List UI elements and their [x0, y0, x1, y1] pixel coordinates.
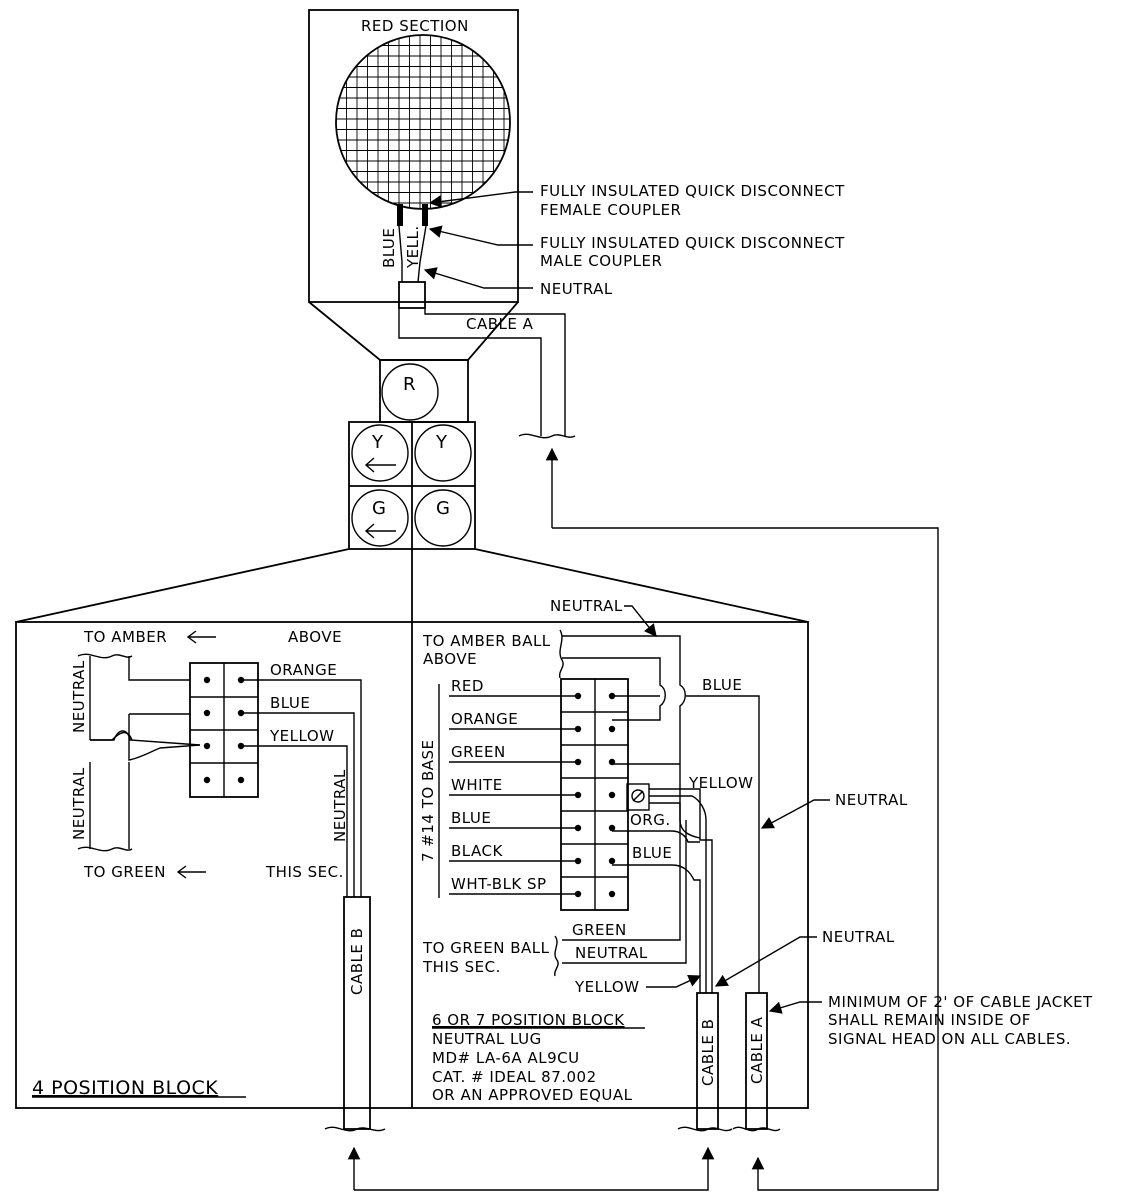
- right-neutral-top: NEUTRAL: [550, 597, 623, 615]
- terminal-screw: [574, 857, 582, 865]
- base-wire-label: WHT-BLK SP: [451, 875, 547, 893]
- left-cable-b: CABLE B: [348, 928, 366, 995]
- cable-jacket-note-2: SHALL REMAIN INSIDE OF: [828, 1011, 1031, 1029]
- right-to-base: 7 #14 TO BASE: [419, 739, 437, 862]
- terminal-screw: [574, 725, 582, 733]
- right-to-amber-line2: ABOVE: [423, 650, 477, 668]
- right-cable-b: CABLE B: [699, 1019, 717, 1086]
- right-blue-label: BLUE: [702, 676, 742, 694]
- signal-head: R Y Y G G: [15, 359, 809, 1108]
- base-wire-label: BLACK: [451, 842, 503, 860]
- left-above: ABOVE: [288, 628, 342, 646]
- right-neutral-bottom: NEUTRAL: [575, 944, 648, 962]
- right-yellow-label: YELLOW: [688, 774, 753, 792]
- right-yellow-bottom: YELLOW: [574, 978, 639, 996]
- base-wire-label: BLUE: [451, 809, 491, 827]
- side-neutral-mid: NEUTRAL: [835, 791, 908, 809]
- left-wire-yellow: YELLOW: [269, 727, 334, 745]
- cable-jacket-note-3: SIGNAL HEAD ON ALL CABLES.: [828, 1030, 1071, 1048]
- female-coupler-line1: FULLY INSULATED QUICK DISCONNECT: [540, 182, 845, 200]
- lug-line-4: OR AN APPROVED EQUAL: [432, 1086, 633, 1104]
- lug-line-1: NEUTRAL LUG: [432, 1030, 542, 1048]
- left-neutral-lower: NEUTRAL: [70, 767, 88, 840]
- cable-a-label-top: CABLE A: [466, 315, 534, 333]
- lens-yellow-arrow: Y: [371, 432, 384, 453]
- right-blue-inner: BLUE: [632, 844, 672, 862]
- wire-label-blue: BLUE: [380, 228, 398, 268]
- base-wire-label: RED: [451, 677, 484, 695]
- left-arrow-icon: [364, 523, 396, 539]
- red-section-title: RED SECTION: [361, 17, 469, 35]
- terminal-screw: [608, 725, 616, 733]
- left-neutral-upper: NEUTRAL: [70, 660, 88, 733]
- cable-jacket-note-1: MINIMUM OF 2' OF CABLE JACKET: [828, 993, 1093, 1011]
- left-to-green: TO GREEN: [83, 863, 166, 881]
- lens-red: R: [403, 374, 416, 395]
- female-coupler-line2: FEMALE COUPLER: [540, 201, 681, 219]
- left-panel: TO AMBER ABOVE NEUTRAL NEUTRAL: [32, 628, 386, 1132]
- left-neutral-vertical: NEUTRAL: [331, 769, 349, 842]
- lug-line-2: MD# LA-6A AL9CU: [432, 1049, 580, 1067]
- terminal-screw: [574, 758, 582, 766]
- terminal-screw: [608, 857, 616, 865]
- right-green-bottom: GREEN: [572, 921, 627, 939]
- left-to-amber: TO AMBER: [83, 628, 167, 646]
- lug-title: 6 OR 7 POSITION BLOCK: [432, 1011, 625, 1029]
- lug-screw-icon: [631, 789, 645, 803]
- terminal-screw: [574, 692, 582, 700]
- left-arrow-icon: [186, 630, 216, 644]
- right-org-label: ORG.: [630, 811, 671, 829]
- lens-yellow-ball: Y: [435, 432, 448, 453]
- top-annotations: FULLY INSULATED QUICK DISCONNECT FEMALE …: [423, 182, 845, 298]
- terminal-screw: [574, 824, 582, 832]
- right-cable-a: CABLE A: [748, 1016, 766, 1084]
- terminal-screw: [608, 890, 616, 898]
- terminal-screw: [608, 791, 616, 799]
- right-to-green-line2: THIS SEC.: [422, 958, 501, 976]
- left-this-sec: THIS SEC.: [265, 863, 344, 881]
- left-terminal-block: [189, 662, 259, 798]
- lens-green-arrow: G: [372, 498, 386, 519]
- terminal-screw: [608, 824, 616, 832]
- right-panel: NEUTRAL TO AMBER BALL ABOVE 7 #14 TO BAS…: [419, 597, 781, 1132]
- female-coupler-right: [422, 204, 428, 226]
- left-block-title: 4 POSITION BLOCK: [32, 1077, 218, 1099]
- left-wire-blue: BLUE: [270, 694, 310, 712]
- right-to-amber-line1: TO AMBER BALL: [422, 632, 551, 650]
- base-wire-label: WHITE: [451, 776, 503, 794]
- female-coupler-left: [397, 204, 403, 226]
- side-neutral-low: NEUTRAL: [822, 928, 895, 946]
- neutral-label-top: NEUTRAL: [540, 280, 613, 298]
- male-coupler-line1: FULLY INSULATED QUICK DISCONNECT: [540, 234, 845, 252]
- left-arrow-icon: [176, 865, 206, 879]
- side-notes: NEUTRAL NEUTRAL MINIMUM OF 2' OF CABLE J…: [714, 791, 1093, 1048]
- left-arrow-icon: [364, 457, 396, 473]
- left-wire-orange: ORANGE: [270, 661, 337, 679]
- terminal-screw: [574, 791, 582, 799]
- red-section-housing: RED SECTION BLUE YELL. CABLE A: [308, 9, 576, 439]
- base-panel: [15, 621, 809, 1109]
- right-terminal-block: [560, 678, 629, 911]
- lug-line-3: CAT. # IDEAL 87.002: [432, 1068, 597, 1086]
- wire-label-yellow: YELL.: [404, 225, 422, 269]
- cable-routing: [347, 447, 939, 1191]
- right-to-green-line1: TO GREEN BALL: [422, 939, 550, 957]
- terminal-screw: [574, 890, 582, 898]
- male-coupler-line2: MALE COUPLER: [540, 252, 662, 270]
- base-wire-label: GREEN: [451, 743, 506, 761]
- neutral-lug: [626, 783, 650, 811]
- base-wire-label: ORANGE: [451, 710, 518, 728]
- lens-green-ball: G: [436, 498, 450, 519]
- red-lens: [336, 35, 510, 209]
